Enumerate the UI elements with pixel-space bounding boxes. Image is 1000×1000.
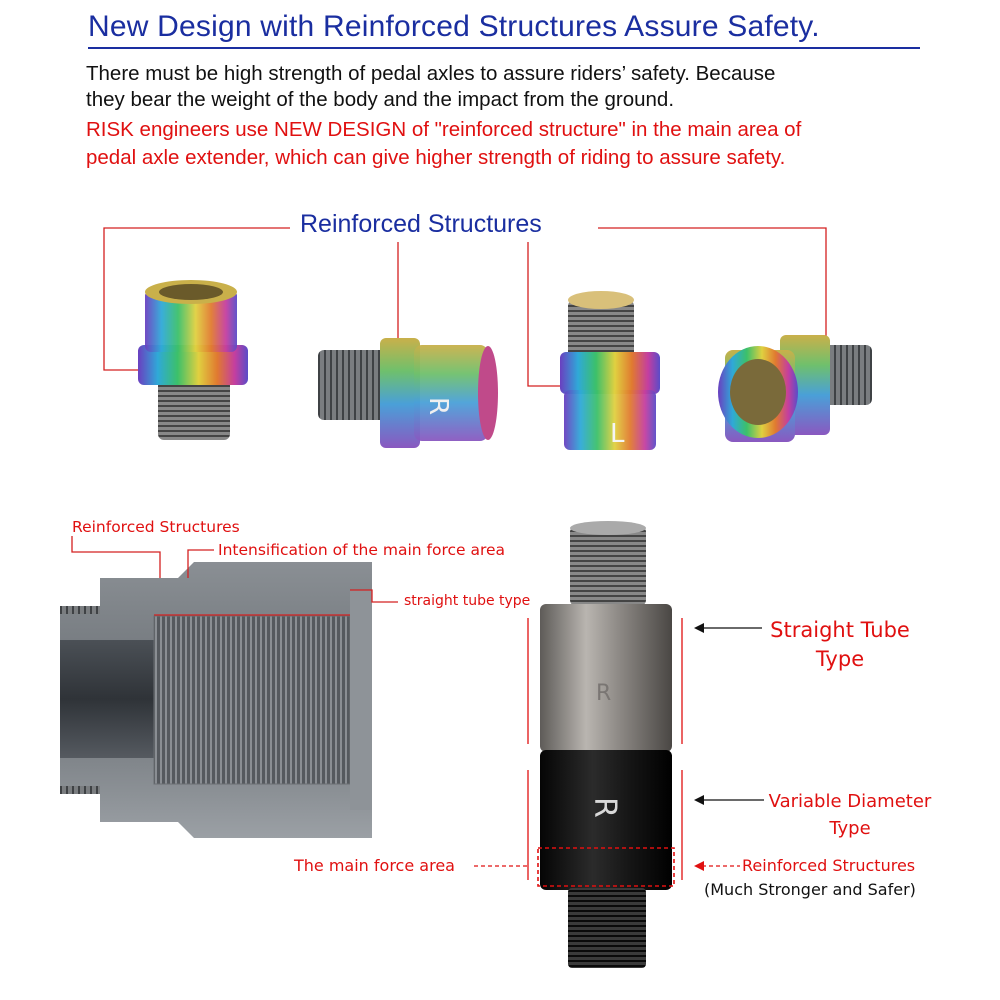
intro-line-2: they bear the weight of the body and the…	[86, 88, 675, 111]
comparison-fitting-image: R R	[527, 521, 683, 968]
label-straight-tube: Straight Tube Type	[760, 616, 920, 674]
reinforced-structures-header: Reinforced Structures	[300, 210, 542, 238]
page-title: New Design with Reinforced Structures As…	[88, 10, 820, 43]
titanium-engraving: R	[596, 681, 611, 706]
black-engraving: R	[587, 797, 622, 818]
cross-section-image	[60, 562, 372, 838]
label-variable-diameter: Variable Diameter Type	[762, 788, 938, 842]
label-much-stronger: (Much Stronger and Safer)	[704, 880, 916, 899]
label-variable-diameter-line2: Type	[829, 818, 871, 839]
reinforced-arrow	[694, 861, 740, 871]
label-main-force-area: The main force area	[294, 856, 455, 875]
title-underline	[88, 47, 920, 49]
cross-section-leader-lines	[71, 536, 398, 616]
intro-line-1: There must be high strength of pedal axl…	[86, 62, 776, 85]
fitting-4-image	[718, 335, 872, 442]
label-straight-tube-type: straight tube type	[404, 593, 531, 609]
intro-line-3: RISK engineers use NEW DESIGN of "reinfo…	[86, 118, 802, 141]
fitting-2-engraving: R	[423, 397, 453, 415]
label-straight-tube-line1: Straight Tube	[770, 618, 910, 642]
fitting-1-image	[138, 280, 248, 440]
label-reinforced-stronger: Reinforced Structures	[742, 856, 916, 875]
label-straight-tube-line2: Type	[815, 647, 865, 671]
label-reinforced-structures: Reinforced Structures	[72, 518, 240, 536]
intro-line-4: pedal axle extender, which can give high…	[86, 146, 786, 169]
fitting-3-image: L	[560, 291, 660, 450]
comparison-arrows	[694, 623, 764, 805]
fitting-2-image: R	[318, 338, 498, 448]
fitting-3-engraving: L	[610, 419, 625, 449]
label-intensification: Intensification of the main force area	[218, 541, 506, 559]
label-variable-diameter-line1: Variable Diameter	[768, 791, 932, 812]
